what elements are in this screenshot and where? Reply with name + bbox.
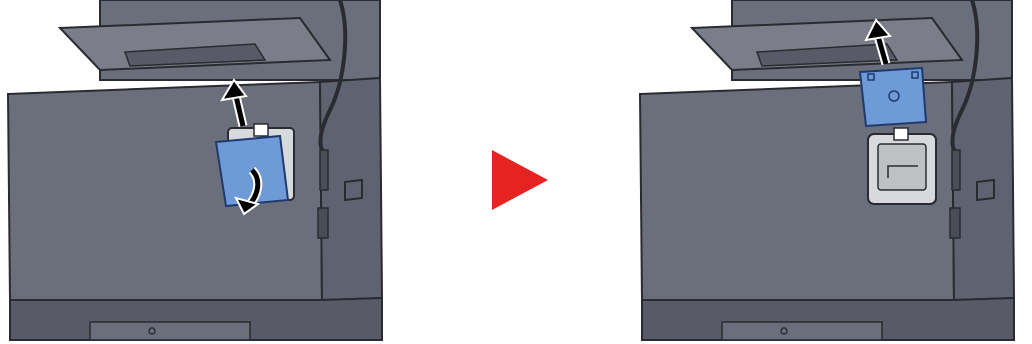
base-foot-recess	[90, 322, 250, 340]
play-triangle-icon	[488, 148, 552, 212]
printer-cover-removed-illustration	[632, 0, 1032, 344]
cover-latch	[894, 128, 908, 140]
printer-cover-closed-illustration	[0, 0, 400, 344]
side-connector	[950, 208, 960, 238]
base-foot-recess	[722, 322, 882, 340]
port-inner	[878, 144, 926, 190]
side-vent	[952, 150, 960, 190]
side-vent	[320, 150, 328, 190]
printer-body	[640, 0, 1014, 340]
blue-cover	[860, 68, 926, 126]
side-connector	[318, 208, 328, 238]
cover-latch	[254, 124, 268, 136]
printer-body	[8, 0, 382, 340]
